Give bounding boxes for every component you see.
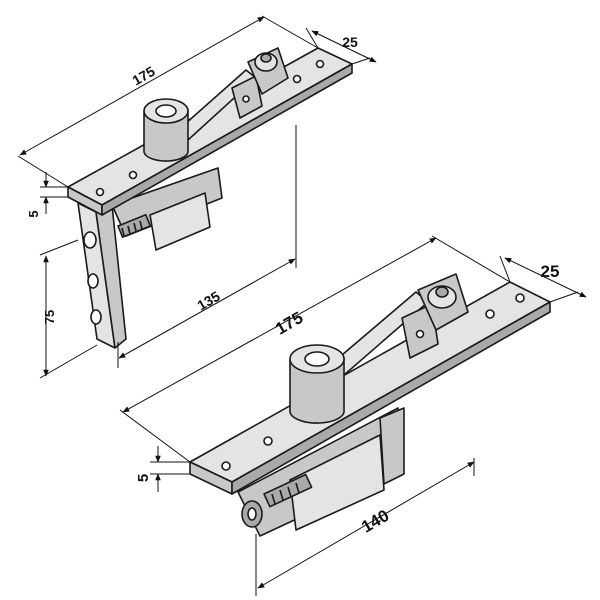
lower-plate-hole-3: [485, 309, 495, 319]
upper-dim-height-label: 75: [42, 310, 57, 324]
lower-dim-base-label: 140: [358, 506, 392, 537]
upper-plate-hole-2: [128, 170, 138, 180]
upper-housing: [111, 167, 223, 251]
upper-pivot: 175 25 5 75 135: [17, 15, 377, 379]
lower-dim-thickness-label: 5: [135, 474, 152, 482]
lower-pivot: 175 25 5 140: [119, 235, 587, 596]
upper-dim-25-line: [311, 30, 377, 63]
lower-plate-hole-4: [515, 293, 525, 303]
lower-dim-width-label: 25: [541, 262, 560, 281]
lower-pivot-boss: [289, 344, 345, 424]
upper-leg-hole-1: [83, 231, 97, 249]
lower-dim-175-line: [122, 237, 437, 413]
upper-plate-hole-1: [95, 187, 105, 197]
upper-dim-length-label: 175: [129, 63, 157, 89]
upper-dim-thickness-label: 5: [26, 210, 41, 217]
lower-plate-hole-2: [263, 436, 273, 446]
upper-l-bracket-leg: [77, 202, 127, 349]
upper-dim-175-line: [19, 16, 265, 156]
upper-plate-hole-3: [292, 74, 302, 84]
upper-plate-hole-4: [315, 59, 325, 69]
upper-spring-screw: [121, 220, 143, 237]
lower-dim-140-line: [257, 461, 475, 589]
upper-dim-base-label: 135: [194, 288, 222, 314]
upper-pivot-boss: [143, 98, 189, 162]
upper-leg-hole-2: [87, 273, 99, 289]
upper-leg-hole-3: [90, 309, 102, 325]
lower-dim-25-line: [504, 257, 587, 298]
upper-dim-width-label: 25: [342, 34, 358, 50]
lower-plate-hole-1: [221, 461, 231, 471]
